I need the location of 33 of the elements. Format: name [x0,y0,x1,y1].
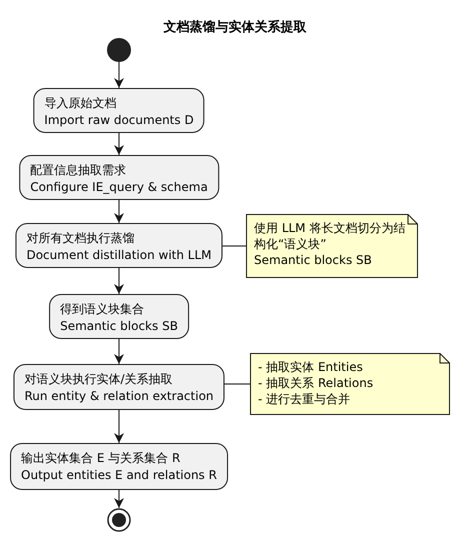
end-node [107,508,131,532]
activity-label: Semantic blocks SB [60,318,178,335]
activity-label: 对语义块执行实体/关系抽取 [24,371,173,388]
activity-label: 配置信息抽取需求 [30,162,126,179]
note-text: Semantic blocks SB [254,252,372,268]
activity-box [10,443,228,490]
note-text: - 抽取实体 Entities [258,359,363,375]
arrow [114,410,124,444]
start-node [107,38,131,62]
arrow [114,490,124,508]
arrow [114,268,124,294]
note-text: - 进行去重与合并 [258,391,350,407]
activity-box [15,223,223,268]
arrow [114,200,124,224]
arrow [114,132,124,156]
activity-box [13,364,225,410]
activity-box [33,88,205,133]
activity-box [19,155,219,200]
arrow [114,62,124,88]
activity-label: Configure IE_query & schema [30,179,208,196]
note-text: - 抽取关系 Relations [258,375,374,391]
activity-label: Output entities E and relations R [21,467,217,484]
activity-label: 对所有文档执行蒸馏 [26,230,134,247]
diagram-title: 文档蒸馏与实体关系提取 [162,18,308,36]
arrow [114,338,124,364]
note-text: 使用 LLM 将长文档切分为结构化“语义块” [254,220,406,252]
activity-box [49,294,189,339]
activity-label: 输出实体集合 E 与关系集合 R [21,450,180,467]
activity-label: Import raw documents D [44,112,194,129]
activity-label: 得到语义块集合 [60,301,144,318]
activity-label: Run entity & relation extraction [24,388,214,405]
activity-label: 导入原始文档 [44,95,116,112]
activity-label: Document distillation with LLM [26,247,212,264]
